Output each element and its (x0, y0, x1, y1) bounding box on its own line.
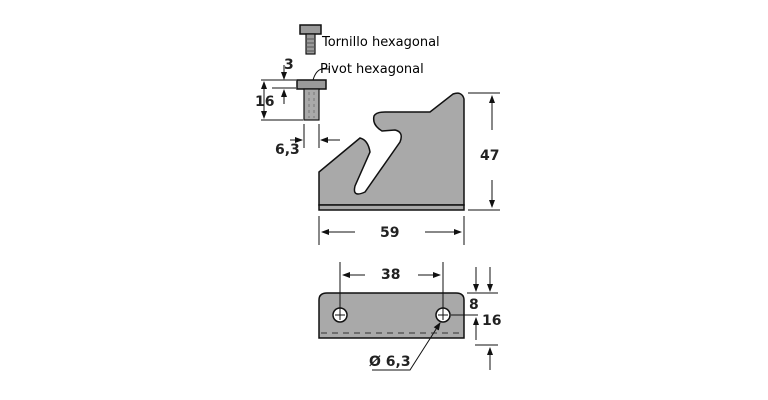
bracket-height-dimension: 47 (480, 148, 499, 164)
top-view-dimension-lines (339, 262, 498, 371)
hex-bolt-icon (299, 24, 322, 55)
hole-offset-dimension: 8 (469, 297, 479, 313)
mounting-hole-right (435, 307, 451, 323)
head-height-dimension: 3 (284, 57, 294, 73)
pivot-leader-line (312, 68, 330, 81)
pivot-length-dimension: 16 (255, 94, 274, 110)
hex-pivot-label: Pivot hexagonal (320, 62, 424, 77)
bracket-dimension-lines (318, 92, 500, 245)
bracket-side-view (318, 92, 465, 206)
bracket-base-strip (318, 204, 465, 211)
plate-height-dimension: 16 (482, 313, 501, 329)
bracket-top-view (318, 292, 465, 339)
mounting-hole-left (332, 307, 348, 323)
hole-spacing-dimension: 38 (381, 267, 400, 283)
pivot-dimension-lines (261, 65, 340, 148)
hole-diameter-dimension: Ø 6,3 (369, 354, 411, 370)
hex-pivot-icon (296, 79, 327, 121)
hex-bolt-label: Tornillo hexagonal (321, 35, 440, 50)
bracket-width-dimension: 59 (380, 225, 399, 241)
pivot-diameter-dimension: 6,3 (275, 142, 300, 158)
